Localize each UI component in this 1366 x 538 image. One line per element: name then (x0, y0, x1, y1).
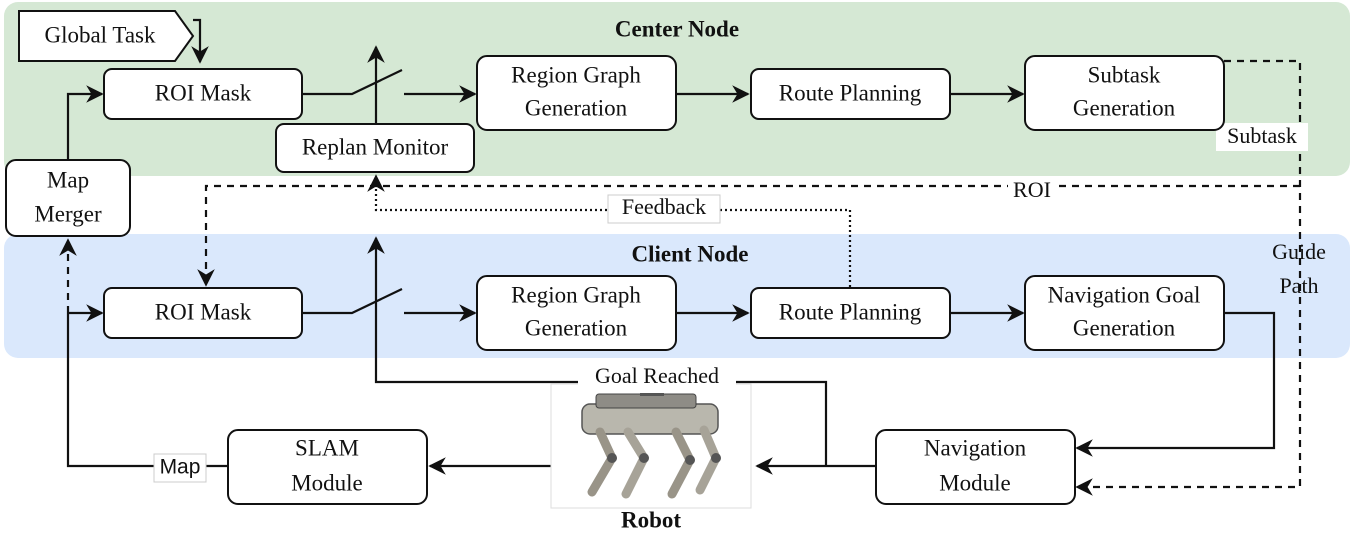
edge-client-roi-to-switch (302, 288, 403, 315)
edge-merger-to-center-roi (66, 85, 104, 160)
edge-center-roi-to-switch (302, 69, 403, 96)
svg-text:Region Graph: Region Graph (511, 62, 641, 87)
robot-image (550, 383, 752, 509)
center-route-planning-node: Route Planning (750, 68, 951, 120)
label-path: Path (1279, 273, 1318, 298)
svg-text:Merger: Merger (34, 201, 102, 226)
subtask-generation-node: Subtask Generation (1024, 55, 1225, 131)
label-goal-reached: Goal Reached (595, 363, 719, 388)
robot-title: Robot (621, 507, 681, 532)
svg-text:Map: Map (47, 167, 89, 192)
center-node-title: Center Node (615, 16, 739, 41)
svg-text:SLAM: SLAM (295, 435, 359, 460)
svg-text:Replan Monitor: Replan Monitor (302, 134, 449, 159)
map-merger-node: Map Merger (5, 159, 131, 237)
label-subtask: Subtask (1227, 123, 1297, 148)
client-roi-mask-node: ROI Mask (103, 287, 303, 339)
svg-text:Generation: Generation (1073, 95, 1176, 120)
global-task-node: Global Task (18, 10, 195, 62)
svg-text:ROI Mask: ROI Mask (155, 80, 252, 105)
client-region-graph-node: Region Graph Generation (476, 275, 677, 351)
edge-subtask-guide-path (1075, 59, 1302, 496)
svg-text:Generation: Generation (1073, 315, 1176, 340)
edge-roi-to-client-roi (197, 184, 1300, 287)
svg-text:Region Graph: Region Graph (511, 282, 641, 307)
label-feedback: Feedback (622, 194, 706, 219)
svg-text:ROI Mask: ROI Mask (155, 299, 252, 324)
client-node-title: Client Node (632, 241, 749, 266)
label-guide: Guide (1272, 239, 1326, 264)
replan-monitor-node: Replan Monitor (275, 123, 475, 173)
svg-text:Generation: Generation (525, 95, 628, 120)
svg-text:Module: Module (939, 470, 1011, 495)
slam-module-node: SLAM Module (227, 429, 428, 505)
svg-text:Global Task: Global Task (44, 22, 156, 47)
center-roi-mask-node: ROI Mask (103, 68, 303, 120)
label-map: Map (160, 456, 201, 479)
svg-text:Subtask: Subtask (1088, 62, 1161, 87)
center-region-graph-node: Region Graph Generation (476, 55, 677, 131)
svg-text:Navigation: Navigation (924, 435, 1027, 460)
svg-text:Navigation Goal: Navigation Goal (1048, 282, 1201, 307)
svg-text:Generation: Generation (525, 315, 628, 340)
navigation-goal-node: Navigation Goal Generation (1024, 275, 1225, 351)
svg-text:Route Planning: Route Planning (779, 80, 922, 105)
edge-navgoal-to-navigation (1075, 311, 1276, 457)
svg-text:Module: Module (291, 470, 363, 495)
navigation-module-node: Navigation Module (875, 429, 1076, 505)
client-route-planning-node: Route Planning (750, 287, 951, 339)
edge-global-task-to-roi (191, 18, 209, 64)
label-roi: ROI (1013, 177, 1051, 202)
svg-text:Route Planning: Route Planning (779, 299, 922, 324)
